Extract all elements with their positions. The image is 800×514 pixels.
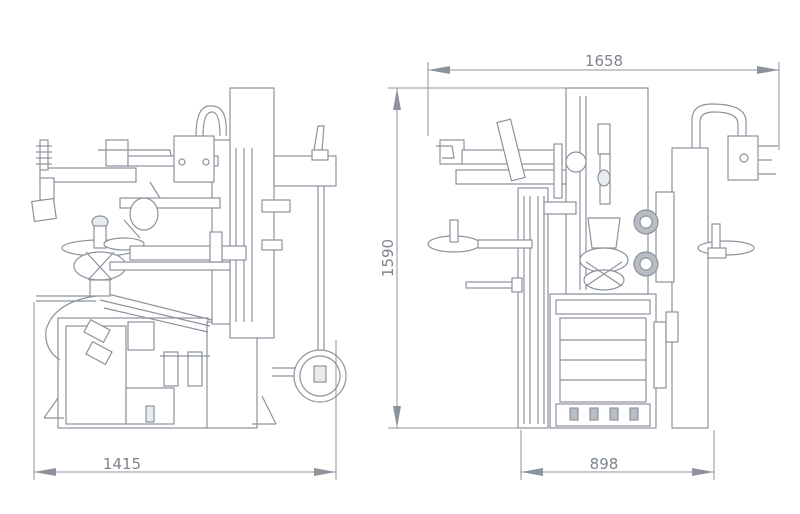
dimension-label-front-width: 898 <box>590 455 619 473</box>
dimension-label-side-width: 1415 <box>103 455 141 473</box>
dimension-label-total-width: 1658 <box>585 52 623 70</box>
side-view-machine <box>31 87 347 429</box>
dimension-front-width: 898 <box>520 430 715 480</box>
dimension-height: 1590 <box>379 87 566 429</box>
dimension-total-width: 1658 <box>427 52 780 150</box>
front-view-machine <box>427 87 778 429</box>
dimension-label-height: 1590 <box>379 239 397 277</box>
dimension-side-width: 1415 <box>33 302 337 480</box>
